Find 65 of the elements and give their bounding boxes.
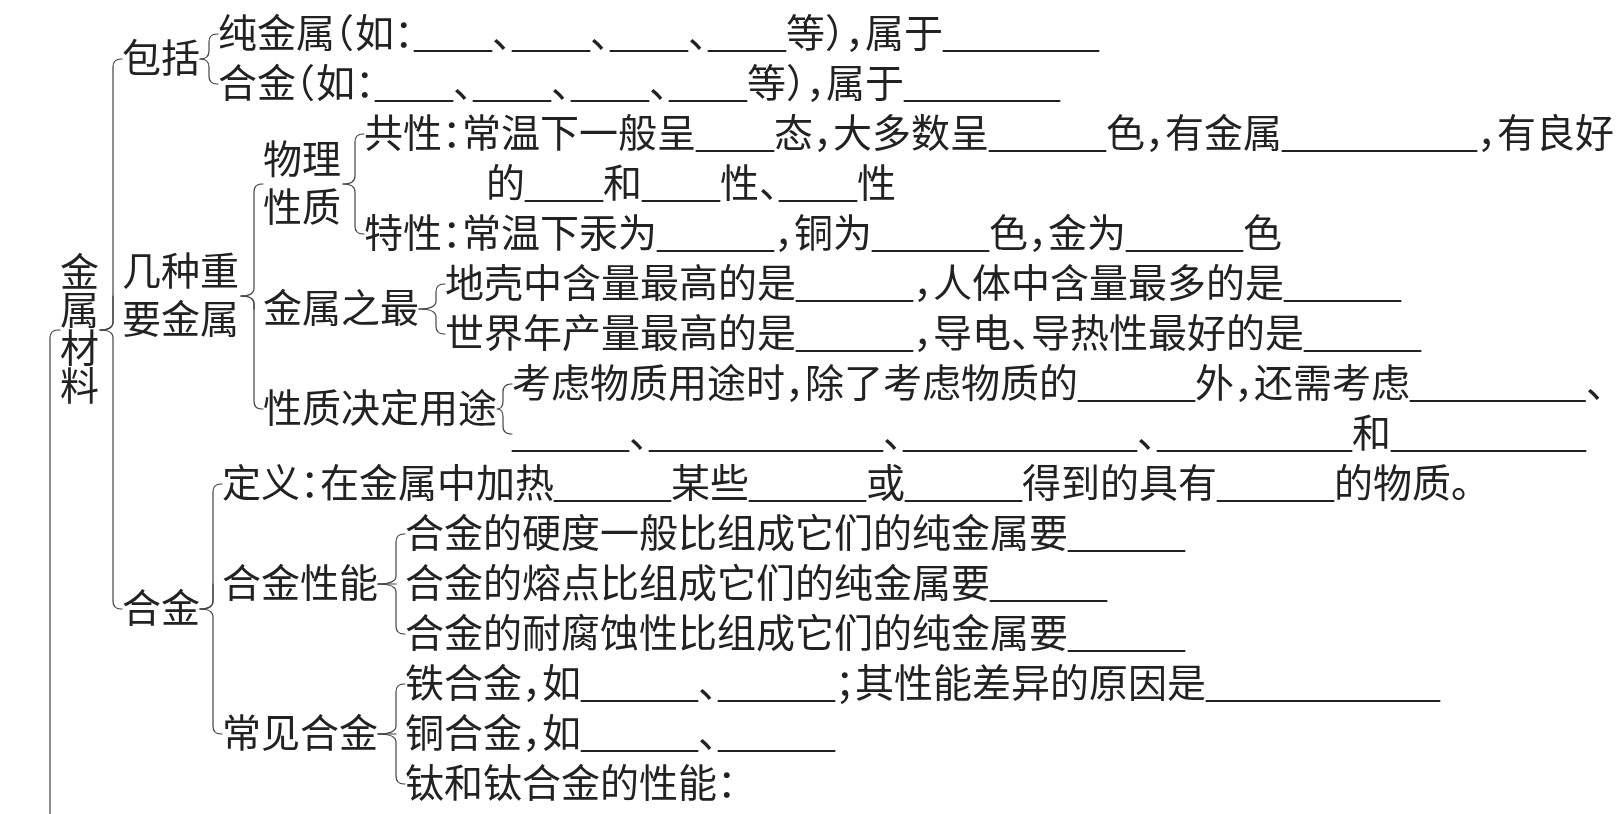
statement-text: 铜合金，如______、______ xyxy=(396,709,835,759)
fill-in-line: ______ xyxy=(796,262,913,305)
fill-in-line: ____ xyxy=(473,62,551,105)
statement-text: 合金（如：____、____、____、____等），属于________ xyxy=(218,59,1060,109)
branch-label: 常见合金 xyxy=(222,709,378,759)
branch-label: 物理性质 xyxy=(263,136,343,232)
fill-in-line: ______ xyxy=(581,712,698,755)
fill-in-line: ______ xyxy=(1078,362,1195,405)
statement-text: 铁合金，如______、______；其性能差异的原因是____________ xyxy=(405,659,1440,709)
statement-text: 合金的耐腐蚀性比组成它们的纯金属要______ xyxy=(405,609,1185,659)
fill-in-line: ______ xyxy=(657,212,774,255)
fill-in-line: __________ xyxy=(1391,412,1586,455)
fill-in-line: ____________ xyxy=(1206,662,1440,705)
topic-label: 金属材料 xyxy=(60,254,100,406)
fill-in-line: ____ xyxy=(414,12,492,55)
fill-in-line: ______ xyxy=(1217,462,1334,505)
branch-label: 合金性能 xyxy=(213,559,378,609)
fill-in-line: ____ xyxy=(779,162,857,205)
statement-text: 考虑物质用途时，除了考虑物质的______外，还需考虑_________、______、____________、____________、__________和__________ xyxy=(512,359,1612,459)
fill-in-line: ____ xyxy=(375,62,453,105)
branch-label: 合金 xyxy=(122,584,200,634)
fill-in-line: __________ xyxy=(1157,412,1352,455)
fill-in-line: ______ xyxy=(1304,312,1421,355)
fill-in-line: ______ xyxy=(1126,212,1243,255)
fill-in-line: ____ xyxy=(669,62,747,105)
statement-text: 地壳中含量最高的是______，人体中含量最多的是______ xyxy=(445,259,1401,309)
statement-text: 世界年产量最高的是______，导电、导热性最好的是______ xyxy=(445,309,1421,359)
statement-text: 共性：常温下一般呈____态，大多数呈______色，有金属__________，有良好的____和____性、____性 xyxy=(364,109,1619,209)
fill-in-line: ______ xyxy=(581,662,698,705)
branch-label: 金属之最 xyxy=(254,284,419,334)
fill-in-line: ______ xyxy=(749,462,866,505)
fill-in-line: ______ xyxy=(718,662,835,705)
fill-in-line: ______ xyxy=(796,312,913,355)
statement-text: 特性：常温下汞为______，铜为______色，金为______色 xyxy=(364,209,1282,259)
fill-in-line: ______ xyxy=(872,212,989,255)
fill-in-line: __________ xyxy=(1282,112,1477,155)
fill-in-line: ______ xyxy=(718,712,835,755)
fill-in-line: ____ xyxy=(512,12,590,55)
branch-label: 几种重要金属 xyxy=(113,248,241,344)
fill-in-line: ______ xyxy=(1068,512,1185,555)
statement-text: 纯金属（如：____、____、____、____等），属于________ xyxy=(218,9,1099,59)
fill-in-line: ________ xyxy=(904,62,1060,105)
fill-in-line: ______ xyxy=(1284,262,1401,305)
fill-in-line: ____________ xyxy=(903,412,1137,455)
branch-label: 性质决定用途 xyxy=(263,384,497,434)
statement-text: 合金的硬度一般比组成它们的纯金属要______ xyxy=(405,509,1185,559)
fill-in-line: ____ xyxy=(525,162,603,205)
fill-in-line: ____ xyxy=(642,162,720,205)
statement-text: 钛和钛合金的性能： xyxy=(405,759,737,809)
fill-in-line: ______ xyxy=(905,462,1022,505)
statement-text: 定义：在金属中加热______某些______或______得到的具有______的物质。 xyxy=(222,459,1471,509)
fill-in-line: ____ xyxy=(696,112,774,155)
fill-in-line: ______ xyxy=(1068,612,1185,655)
fill-in-line: ______ xyxy=(554,462,671,505)
fill-in-line: ______ xyxy=(989,112,1106,155)
fill-in-line: _________ xyxy=(1410,362,1586,405)
fill-in-line: ________ xyxy=(943,12,1099,55)
fill-in-line: ____ xyxy=(708,12,786,55)
fill-in-line: ____ xyxy=(571,62,649,105)
fill-in-line: ______ xyxy=(990,562,1107,605)
statement-text: 合金的熔点比组成它们的纯金属要______ xyxy=(396,559,1107,609)
fill-in-line: ____________ xyxy=(649,412,883,455)
branch-label: 包括 xyxy=(122,34,200,84)
fill-in-line: ____ xyxy=(610,12,688,55)
fill-in-line: ______ xyxy=(512,412,629,455)
